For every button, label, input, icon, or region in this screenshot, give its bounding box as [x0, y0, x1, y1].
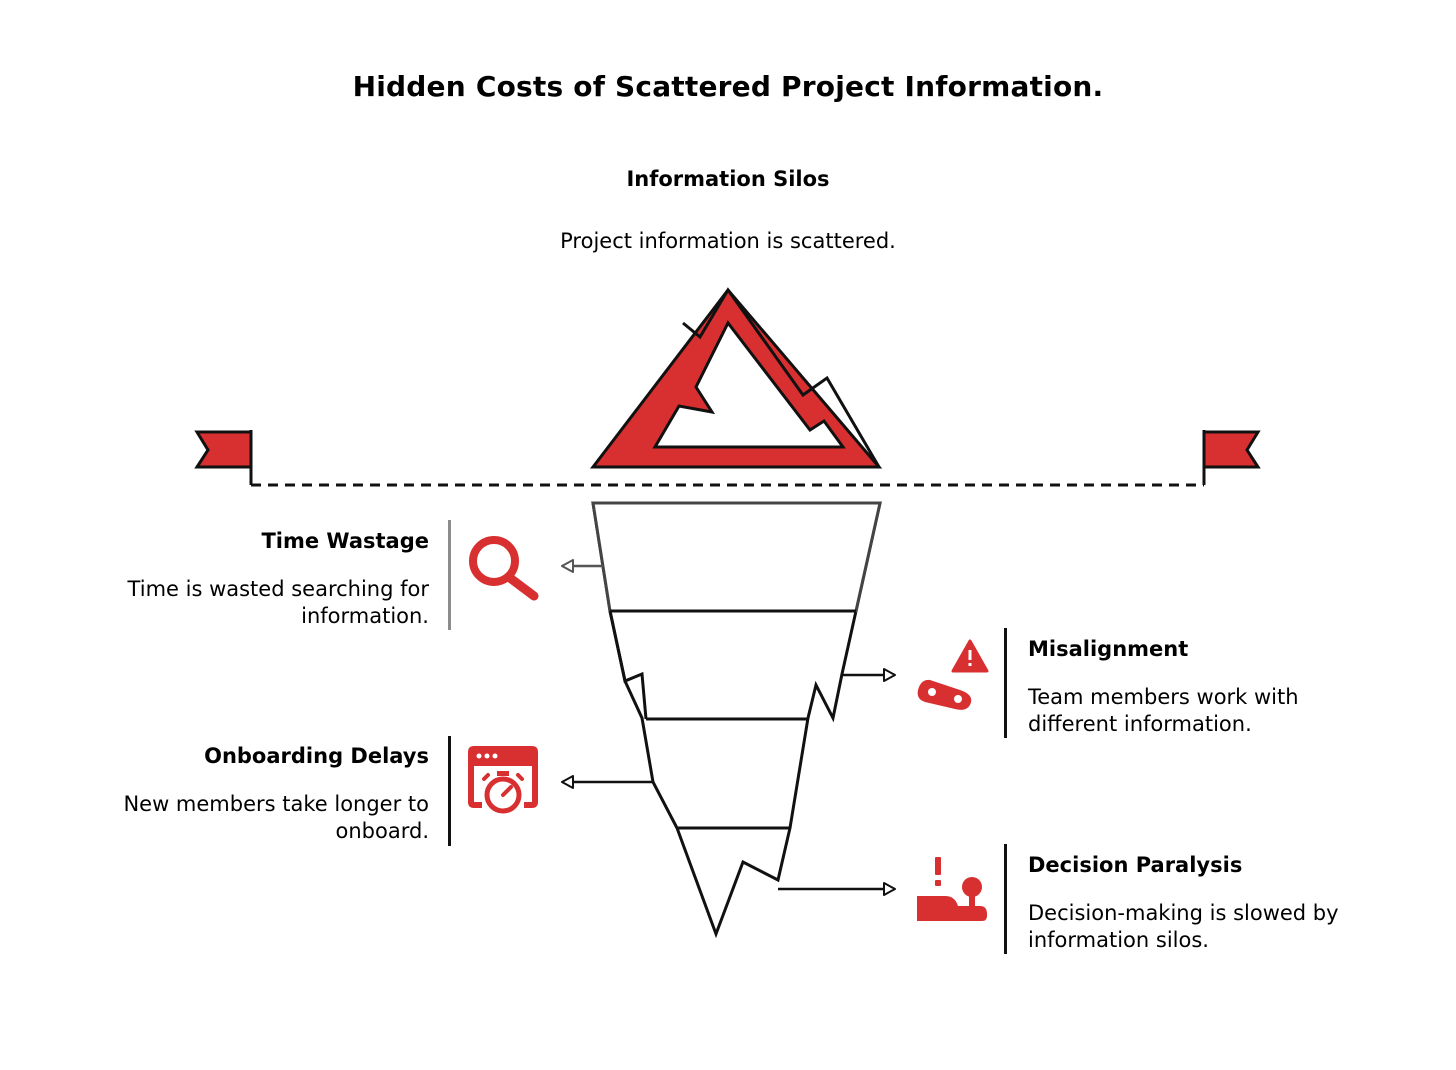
time-wastage-description-line-1: Time is wasted searching for [127, 577, 429, 601]
information-silos-heading: Information Silos [626, 167, 830, 191]
decision-paralysis-description: Decision-making is slowed by information… [1028, 900, 1428, 954]
waterline [194, 430, 1261, 487]
onboarding-delays-description-line-2: onboard. [335, 819, 429, 843]
time-wastage-block: Time Wastage Time is wasted searching fo… [60, 527, 429, 630]
submerged-iceberg [591, 501, 882, 939]
time-wastage-heading: Time Wastage [261, 529, 429, 553]
information-silos-description: Project information is scattered. [560, 229, 896, 253]
misalignment-heading: Misalignment [1028, 637, 1189, 661]
misalignment-block: Misalignment Team members work with diff… [1028, 635, 1408, 738]
decision-paralysis-divider [1004, 844, 1007, 954]
onboarding-delays-block: Onboarding Delays New members take longe… [40, 742, 429, 845]
onboarding-delays-divider [448, 736, 451, 846]
time-wastage-description-line-2: information. [301, 604, 429, 628]
browser-stopwatch-icon [468, 746, 538, 814]
page-title: Hidden Costs of Scattered Project Inform… [352, 70, 1104, 103]
onboarding-delays-description-line-1: New members take longer to [123, 792, 429, 816]
magnifier-icon [469, 536, 539, 601]
decision-paralysis-description-line-2: information silos. [1028, 928, 1209, 952]
iceberg-tip [589, 287, 883, 469]
joystick-alert-icon [917, 857, 987, 921]
misaligned-warning-icon [917, 639, 989, 710]
onboarding-delays-description: New members take longer to onboard. [40, 791, 429, 845]
misalignment-divider [1004, 628, 1007, 738]
misalignment-description-line-1: Team members work with [1028, 685, 1299, 709]
time-wastage-divider [448, 520, 451, 630]
decision-paralysis-heading: Decision Paralysis [1028, 853, 1243, 877]
decision-paralysis-description-line-1: Decision-making is slowed by [1028, 901, 1339, 925]
decision-paralysis-block: Decision Paralysis Decision-making is sl… [1028, 851, 1428, 954]
misalignment-description-line-2: different information. [1028, 712, 1252, 736]
time-wastage-description: Time is wasted searching for information… [60, 576, 429, 630]
onboarding-delays-heading: Onboarding Delays [204, 744, 429, 768]
connector-arrows [561, 559, 896, 896]
misalignment-description: Team members work with different informa… [1028, 684, 1408, 738]
